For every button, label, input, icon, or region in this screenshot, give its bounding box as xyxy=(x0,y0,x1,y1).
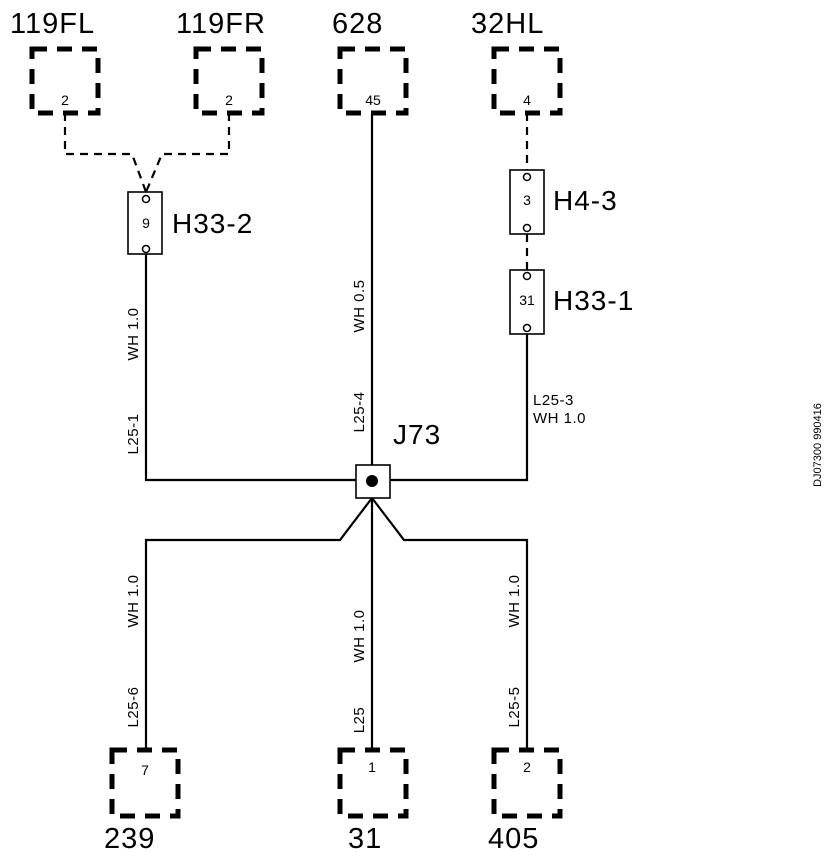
connector-h33-2-pin: 9 xyxy=(142,215,150,231)
connector-h33-1-pinhole-top xyxy=(522,271,532,281)
wire-l25-5 xyxy=(371,497,529,750)
component-239-pin: 7 xyxy=(141,762,149,778)
connector-h33-2-pinhole-top xyxy=(141,194,151,204)
component-31-pin: 1 xyxy=(368,759,376,775)
connector-h4-3-pinhole-top xyxy=(522,172,532,182)
wire-l25-6-id: L25-6 xyxy=(125,687,142,728)
dashed-wire-119fr xyxy=(144,113,231,193)
component-239-name: 239 xyxy=(104,823,155,855)
component-31: 1 31 xyxy=(337,747,409,855)
wire-l25-6-spec: WH 1.0 xyxy=(125,574,142,627)
component-239-box xyxy=(109,747,181,819)
connector-h4-3-name: H4-3 xyxy=(553,185,618,216)
component-119fl: 119FL 2 xyxy=(10,8,101,116)
component-628: 628 45 xyxy=(332,8,409,116)
wire-l25-4-id: L25-4 xyxy=(351,392,368,433)
wire-l25-4-spec: WH 0.5 xyxy=(351,279,368,332)
connector-h33-2: 9 H33-2 xyxy=(127,191,253,255)
component-405: 2 405 xyxy=(488,747,563,855)
connector-h33-1-body xyxy=(509,269,545,335)
connector-h33-1-name: H33-1 xyxy=(553,285,634,316)
component-119fr-name: 119FR xyxy=(176,8,266,40)
wire-l25-spec: WH 1.0 xyxy=(351,609,368,662)
connector-h33-1-pin: 31 xyxy=(519,292,535,308)
dashed-wire-119fl xyxy=(63,113,148,193)
drawing-id: DJ07300 990416 xyxy=(812,403,824,487)
component-32hl-name: 32HL xyxy=(471,8,544,40)
connector-h33-2-pinhole-bottom xyxy=(141,244,151,254)
wire-l25-3-spec: WH 1.0 xyxy=(533,410,586,427)
wire-labels: WH 1.0 L25-1 WH 0.5 L25-4 L25-3 WH 1.0 W… xyxy=(125,279,586,733)
component-405-pin: 2 xyxy=(523,759,531,775)
wire-l25-1 xyxy=(144,254,356,482)
connector-h4-3-body xyxy=(509,169,545,235)
wire-l25-id: L25 xyxy=(351,707,368,734)
component-32hl: 32HL 4 xyxy=(471,8,563,116)
component-119fl-name: 119FL xyxy=(10,8,95,40)
component-119fl-box xyxy=(29,46,101,116)
wire-l25-1-spec: WH 1.0 xyxy=(125,307,142,360)
connector-h33-1-pinhole-bottom xyxy=(522,323,532,333)
wire-l25-3 xyxy=(390,334,529,482)
component-31-box xyxy=(337,747,409,819)
component-239: 7 239 xyxy=(104,747,181,855)
component-31-name: 31 xyxy=(348,823,382,855)
component-119fl-pin: 2 xyxy=(61,92,69,108)
component-628-pin: 45 xyxy=(365,92,381,108)
wire-l25-5-id: L25-5 xyxy=(506,687,523,728)
component-119fr-pin: 2 xyxy=(225,92,233,108)
connector-h4-3: 3 H4-3 xyxy=(509,169,618,235)
connector-h4-3-pinhole-bottom xyxy=(522,223,532,233)
component-405-box xyxy=(491,747,563,819)
wire-l25-1-id: L25-1 xyxy=(125,414,142,455)
junction-j73-name: J73 xyxy=(393,419,441,450)
component-32hl-box xyxy=(491,46,563,116)
component-119fr-box xyxy=(193,46,265,116)
wires xyxy=(63,113,529,750)
connector-h4-3-pin: 3 xyxy=(523,192,531,208)
component-405-name: 405 xyxy=(488,823,539,855)
junction-j73-node xyxy=(366,475,378,487)
component-628-name: 628 xyxy=(332,8,383,40)
component-32hl-pin: 4 xyxy=(523,92,531,108)
component-119fr: 119FR 2 xyxy=(176,8,266,116)
wire-l25-3-id: L25-3 xyxy=(533,392,574,409)
connector-h33-2-name: H33-2 xyxy=(172,208,253,239)
junction-j73: J73 xyxy=(355,419,441,499)
wire-l25-5-spec: WH 1.0 xyxy=(506,574,523,627)
wire-l25-6 xyxy=(144,497,373,750)
connector-h33-1: 31 H33-1 xyxy=(509,269,634,335)
component-628-box xyxy=(337,46,409,116)
